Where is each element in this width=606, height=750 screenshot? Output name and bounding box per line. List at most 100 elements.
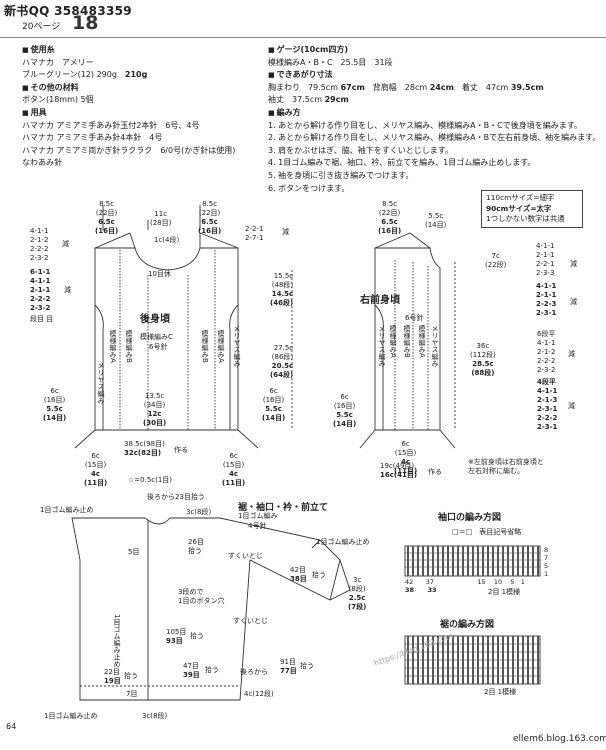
hem-repeat: 2目 1模様	[484, 688, 517, 696]
rib-stitch-column	[467, 636, 469, 684]
from-back-label: 後ろから	[240, 668, 268, 676]
front-bottom-make: 作る	[428, 468, 442, 476]
rib-stitch-column	[492, 636, 494, 684]
front-body-height: 36c(112段)28.5c(88段)	[470, 342, 496, 377]
rib-stitch-column	[472, 636, 474, 684]
hem-guides	[74, 429, 456, 449]
rib-stitch-column	[527, 636, 529, 684]
back-neck-rest: 10目休	[148, 270, 171, 278]
assembly-sub-2: 4号針	[248, 522, 267, 530]
gauge-line: 模様編みA・B・C 25.5目 31段	[268, 57, 393, 67]
back-col-stockinette-left: メリヤス編み	[97, 362, 105, 404]
rib-stitch-column	[472, 546, 474, 576]
page-label: 20ページ	[22, 22, 61, 32]
height-guides	[291, 262, 456, 430]
row-5: 5目	[128, 548, 140, 556]
rib-stitch-column	[447, 546, 449, 576]
size-heading: できあがり寸法	[268, 69, 600, 82]
tool-line: ハマナカ アミアミ両かぎ針ラクラク 6/0号(かぎ針は使用)	[22, 145, 236, 155]
rib-stitch-column	[527, 546, 529, 576]
tool-line: ハマナカ アミアミ手あみ針玉付2本針 6号、4号	[22, 120, 200, 130]
rib-stitch-column	[507, 636, 509, 684]
rib-stitch-column	[412, 636, 414, 684]
back-title: 後身頃	[140, 314, 170, 325]
back-col-stockinette-right: メリヤス編み	[233, 325, 241, 367]
front-top-dim: 8.5c(22目)6.5c(16目)	[378, 200, 402, 235]
rib-stitch-column	[482, 636, 484, 684]
rib-stitch-column	[517, 546, 519, 576]
rib-stitch-column	[467, 546, 469, 576]
method-step: 1. あとから解ける作り目をし、メリヤス編み、模様編みA・B・Cで後身頃を編みま…	[268, 120, 582, 130]
back-col-pattern-a-right: 模様編みA	[217, 330, 225, 363]
rib-stitch-column	[512, 546, 514, 576]
back-height-1: 15.5c(48段)14.5c(46段)	[270, 272, 294, 307]
pickup-back-label: 後ろから23目拾う	[147, 493, 205, 501]
tool-line: なわあみ針	[22, 158, 62, 168]
rib-stitch-column	[507, 546, 509, 576]
hem-bottom-height: 3c(8段)	[142, 712, 168, 720]
instructions-column: ゲージ(10cm四方) 模様編みA・B・C 25.5目 31段 できあがり寸法 …	[268, 44, 600, 195]
front-title: 右前身頃	[360, 295, 400, 306]
back-shoulder-lines	[94, 232, 239, 249]
cuff-height: 3c(8段)2.5c(7段)	[348, 576, 367, 611]
back-col-pattern-b-right: 模様編みB	[201, 330, 209, 363]
back-armhole	[94, 304, 239, 430]
back-shoulder-left-dim: 8.5c(22目)6.5c(16目)	[95, 200, 119, 235]
front-dec-label-2: 減	[570, 298, 577, 306]
pick-26: 26目拾う	[188, 538, 204, 555]
back-sub-2: 6号針	[149, 343, 168, 351]
rib-stitch-column	[512, 636, 514, 684]
rib-stitch-column	[487, 636, 489, 684]
rib-stitch-column	[502, 546, 504, 576]
back-pattern-dividers	[119, 250, 216, 430]
size-line-1: 胸まわり 79.5cm 67cm 背肩幅 28cm 24cm 着丈 47cm 3…	[268, 82, 544, 92]
rib-stitch-column	[432, 546, 434, 576]
front-dec-label-3: 減	[568, 350, 575, 358]
cuff-chart-title: 袖口の編み方図	[438, 513, 502, 523]
method-step: 5. 袖を身頃に引き抜き編みでつけます。	[268, 170, 414, 180]
back-hem-left: 6c(15目)4c(11目)	[84, 452, 108, 487]
pick-42-label: 拾う	[312, 571, 326, 579]
method-heading: 編み方	[268, 107, 600, 120]
front-pattern-dividers	[394, 260, 429, 430]
back-bottom-width: 38.5c(98目)32c(82目)	[124, 440, 165, 457]
other-heading: その他の材料	[22, 82, 235, 95]
method-step: 4. 1目ゴム編みで裾、袖口、衿、前立てを編み、1目ゴム編み止めします。	[268, 158, 536, 168]
rib-stitch-column	[482, 546, 484, 576]
back-neck-rows: 1c(4段)	[154, 236, 180, 244]
back-body-outline	[94, 247, 239, 431]
front-col-2: 模様編みA	[389, 325, 397, 358]
rib-stitch-column	[457, 636, 459, 684]
yarn-line-2: ブルーグリーン(12) 290g 210g	[22, 70, 148, 80]
rib-stitch-column	[532, 636, 534, 684]
method-step: 6. ボタンをつけます。	[268, 183, 350, 193]
band-stop-label: 1目ゴム編み止め	[113, 614, 121, 668]
hem-chart-title: 裾の編み方図	[440, 620, 495, 630]
back-side-left: 6c(16目)5.5c(14目)	[43, 387, 67, 422]
size-line-2: 袖丈 37.5cm 29cm	[268, 95, 349, 105]
rib-stitch-column	[532, 546, 534, 576]
rib-stitch-column	[462, 636, 464, 684]
back-armhole-dec-label-2: 減	[64, 286, 71, 294]
front-dec-label-1: 減	[570, 260, 577, 268]
pick-47-label: 拾う	[205, 666, 219, 674]
rib-stitch-column	[477, 636, 479, 684]
tools-heading: 用具	[22, 107, 235, 120]
cuff-nums: 42 37 15 10 5 1 38 33	[405, 578, 525, 594]
front-armhole	[374, 304, 384, 430]
back-col-pattern-b-left: 模様編みB	[125, 330, 133, 363]
rib-stitch-column	[432, 636, 434, 684]
rib-stitch-column	[502, 636, 504, 684]
page-number-big: 18	[72, 12, 99, 34]
back-center-width: 13.5c(34目)12c(30目)	[143, 392, 167, 427]
